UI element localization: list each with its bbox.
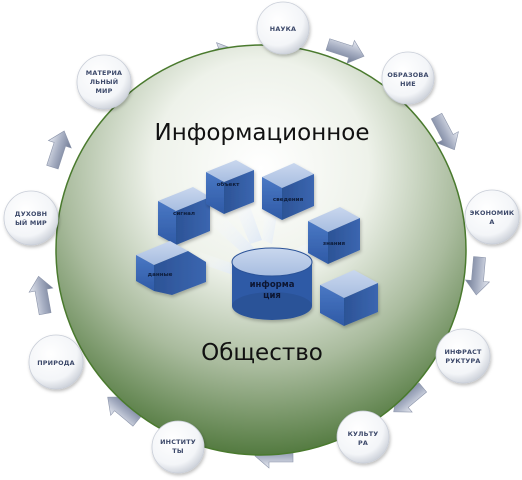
satellite-label-materialny-3: МИР <box>96 87 113 95</box>
satellite-label-dukhovny-2: ЫЙ МИР <box>15 218 47 227</box>
arrow-icon <box>430 112 459 151</box>
information-cylinder: информа ция <box>231 247 313 320</box>
cube-2: объект <box>206 160 254 214</box>
satellite-obrazovanie: ОБРАЗОВА НИЕ <box>381 51 435 105</box>
arrow-icon <box>464 256 491 296</box>
satellite-nauka: НАУКА <box>256 1 310 55</box>
satellite-priroda: ПРИРОДА <box>28 334 84 390</box>
cube-label-3: сведения <box>273 197 304 203</box>
cube-label-2: объект <box>217 181 241 188</box>
satellite-label-infrastruktura-1: ИНФРАСТ <box>444 348 482 356</box>
cube-5: данные <box>136 241 206 295</box>
satellite-label-materialny-2: ЛЬНЫЙ <box>90 77 119 86</box>
cube-label-5: данные <box>148 272 173 278</box>
satellite-label-materialny-1: МАТЕРИА <box>86 69 122 77</box>
center-label-line-2: ция <box>263 291 281 301</box>
satellite-materialny-mir: МАТЕРИА ЛЬНЫЙ МИР <box>76 54 132 110</box>
satellite-label-ekonomika-1: ЭКОНОМИК <box>470 209 515 217</box>
satellite-instituty: ИНСТИТУ ТЫ <box>151 420 205 474</box>
cube-4: знания <box>308 207 360 264</box>
satellite-label-kultura-2: РА <box>358 439 368 447</box>
center-label-line-1: информа <box>250 280 295 290</box>
satellite-label-nauka: НАУКА <box>270 25 296 33</box>
satellite-label-kultura-1: КУЛЬТУ <box>348 430 379 438</box>
title-top: Информационное <box>155 120 370 146</box>
satellite-label-infrastruktura-2: РУКТУРА <box>445 357 480 365</box>
arrow-icon <box>28 275 54 316</box>
arrow-icon <box>325 38 365 64</box>
cube-1: сигнал <box>158 187 210 245</box>
satellite-kultura: КУЛЬТУ РА <box>336 410 390 464</box>
cube-label-4: знания <box>323 241 346 247</box>
title-bottom: Общество <box>201 340 323 366</box>
satellite-ekonomika: ЭКОНОМИК А <box>464 189 520 245</box>
satellite-label-obrazovanie-1: ОБРАЗОВА <box>387 71 428 79</box>
satellite-infrastruktura: ИНФРАСТ РУКТУРА <box>435 328 491 384</box>
satellite-label-instituty-1: ИНСТИТУ <box>160 438 196 446</box>
satellite-label-ekonomika-2: А <box>489 218 494 226</box>
satellite-label-instituty-2: ТЫ <box>172 447 184 455</box>
cube-label-1: сигнал <box>173 211 195 217</box>
satellite-label-obrazovanie-2: НИЕ <box>400 80 416 88</box>
satellite-dukhovny-mir: ДУХОВН ЫЙ МИР <box>3 190 59 246</box>
arrow-icon <box>46 130 72 170</box>
satellite-label-dukhovny-1: ДУХОВН <box>15 210 47 218</box>
cube-6 <box>320 270 378 326</box>
cube-3: сведения <box>262 163 314 220</box>
satellite-label-priroda: ПРИРОДА <box>37 359 75 367</box>
